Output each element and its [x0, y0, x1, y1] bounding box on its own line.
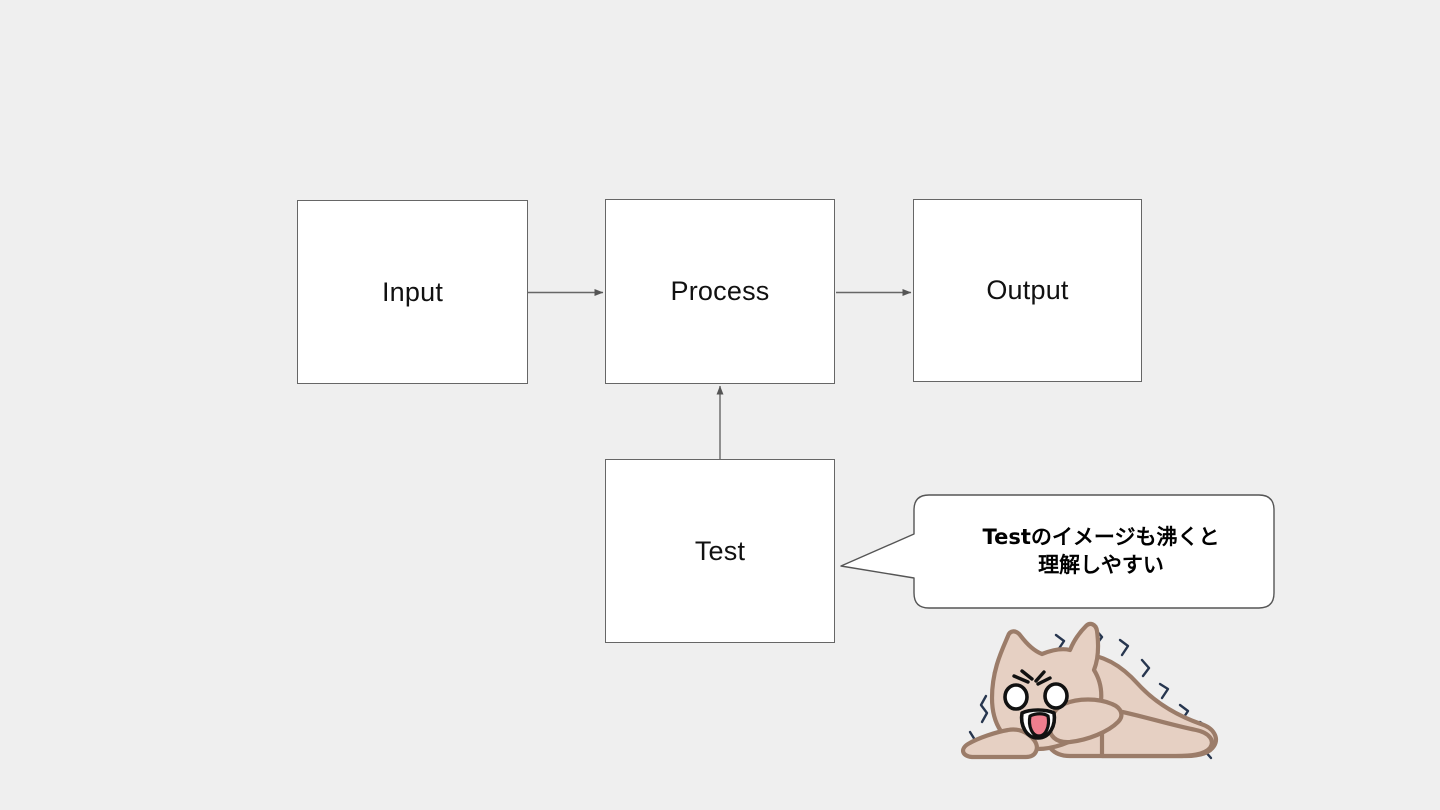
cat-eye-left — [1003, 683, 1029, 711]
node-test-label: Test — [694, 535, 746, 566]
node-test[interactable]: Test — [605, 459, 835, 643]
callout-line-2: 理解しやすい — [1038, 552, 1164, 577]
cat-eye-right — [1043, 682, 1069, 710]
node-input-label: Input — [381, 276, 444, 307]
node-output[interactable]: Output — [913, 199, 1142, 382]
callout-shape — [840, 494, 1275, 609]
cat-body — [961, 621, 1218, 760]
node-process-label: Process — [670, 276, 770, 306]
test-callout-bubble[interactable]: Testのイメージも沸くと 理解しやすい — [840, 494, 1275, 609]
node-output-label: Output — [986, 275, 1069, 305]
node-input[interactable]: Input — [297, 200, 528, 384]
node-process[interactable]: Process — [605, 199, 835, 384]
cat-face — [1003, 669, 1069, 740]
cat-tongue — [1027, 712, 1051, 738]
shivering-cat-sticker — [961, 621, 1218, 760]
callout-text: Testのイメージも沸くと 理解しやすい — [913, 494, 1275, 609]
callout-line-1: Testのイメージも沸くと — [982, 524, 1220, 549]
